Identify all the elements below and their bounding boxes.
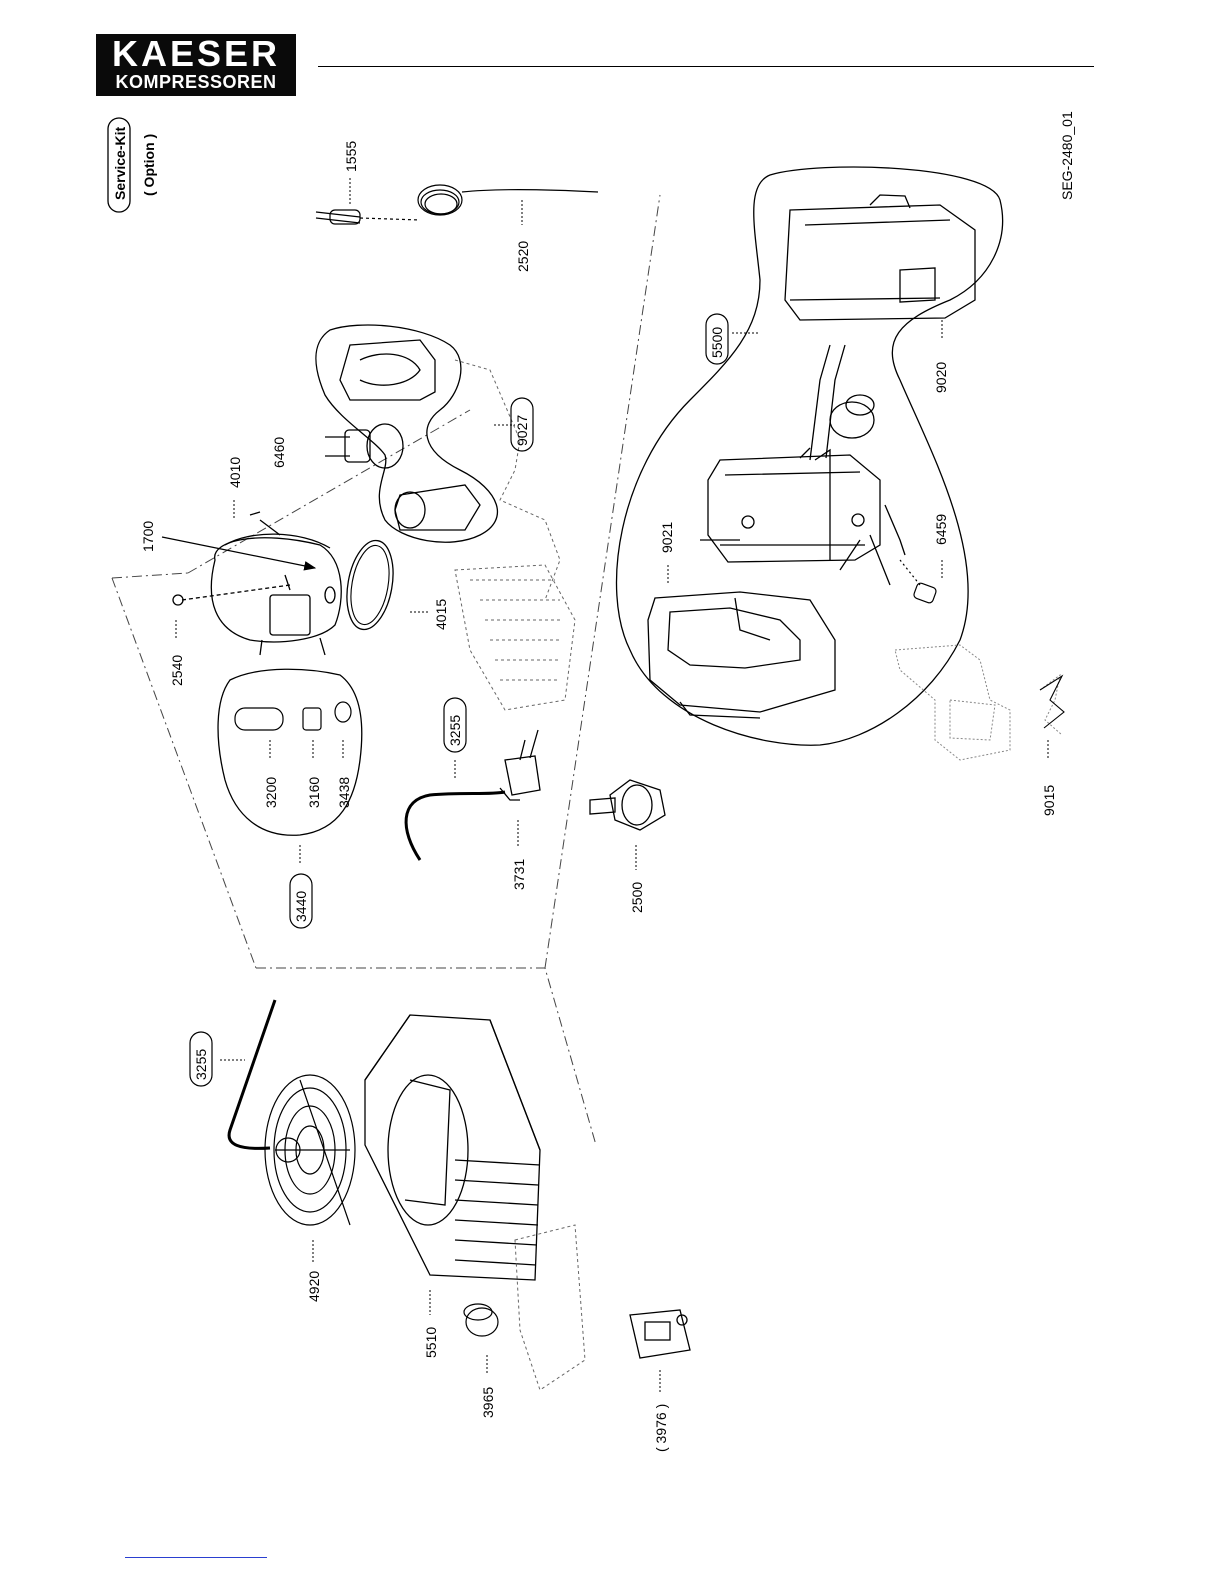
- drawing-id: SEG-2480_01: [1059, 111, 1075, 200]
- part-label-2500: 2500: [629, 882, 645, 913]
- part-label-2540: 2540: [169, 655, 185, 686]
- pressure-valve: [590, 780, 665, 830]
- part-label-3440: 3440: [293, 891, 309, 922]
- part-labels: 1555 2520 5500 9020 6459 9021 9015 9027 …: [140, 141, 1057, 1452]
- filter-parts: [325, 340, 480, 530]
- part-label-1555: 1555: [343, 141, 359, 172]
- dashed-spare-parts: [455, 360, 575, 710]
- part-label-3438: 3438: [336, 777, 352, 808]
- part-label-4015: 4015: [433, 599, 449, 630]
- compressor: [173, 512, 341, 655]
- part-label-1700: 1700: [140, 521, 156, 552]
- condenser-plate: [515, 1225, 585, 1390]
- solenoid-valve: [406, 730, 540, 860]
- heat-exchanger: [700, 345, 905, 585]
- fan-cable: [229, 1000, 275, 1148]
- part-label-3160: 3160: [306, 777, 322, 808]
- part-label-2520: 2520: [515, 241, 531, 272]
- o-ring: [341, 537, 400, 633]
- cap: [464, 1304, 498, 1336]
- part-label-3200: 3200: [263, 777, 279, 808]
- controller-box: [630, 1310, 690, 1358]
- legend: Service-Kit ( Option ): [108, 118, 157, 212]
- service-kit-label: Service-Kit: [112, 127, 128, 200]
- service-parts-outline: [218, 669, 362, 835]
- part-label-6460: 6460: [271, 437, 287, 468]
- part-label-3965: 3965: [480, 1387, 496, 1418]
- part-label-5510: 5510: [423, 1327, 439, 1358]
- part-label-4920: 4920: [306, 1271, 322, 1302]
- service-parts: [235, 702, 351, 730]
- part-label-3731: 3731: [511, 859, 527, 890]
- fitting: [900, 560, 937, 604]
- o-ring-inner: [345, 542, 394, 627]
- condenser: [365, 1015, 540, 1280]
- part-label-5500: 5500: [709, 327, 725, 358]
- part-label-4010: 4010: [227, 457, 243, 488]
- part-label-9015: 9015: [1041, 785, 1057, 816]
- leader-arrow-1700: [162, 537, 315, 568]
- part-label-3255-a: 3255: [447, 715, 463, 746]
- fan: [265, 1075, 355, 1225]
- heat-sink-symbol: [1040, 676, 1064, 728]
- kit-boundary-line: [112, 195, 660, 1145]
- part-label-9027: 9027: [514, 415, 530, 446]
- option-label: ( Option ): [141, 134, 157, 196]
- part-label-3255-b: 3255: [193, 1049, 209, 1080]
- part-label-6459: 6459: [933, 514, 949, 545]
- faded-parts: [895, 645, 1062, 760]
- part-label-9020: 9020: [933, 362, 949, 393]
- separator-housing: [648, 592, 835, 718]
- part-label-3976: ( 3976 ): [653, 1404, 669, 1452]
- part-label-9021: 9021: [659, 522, 675, 553]
- capillary-tube: [316, 185, 598, 224]
